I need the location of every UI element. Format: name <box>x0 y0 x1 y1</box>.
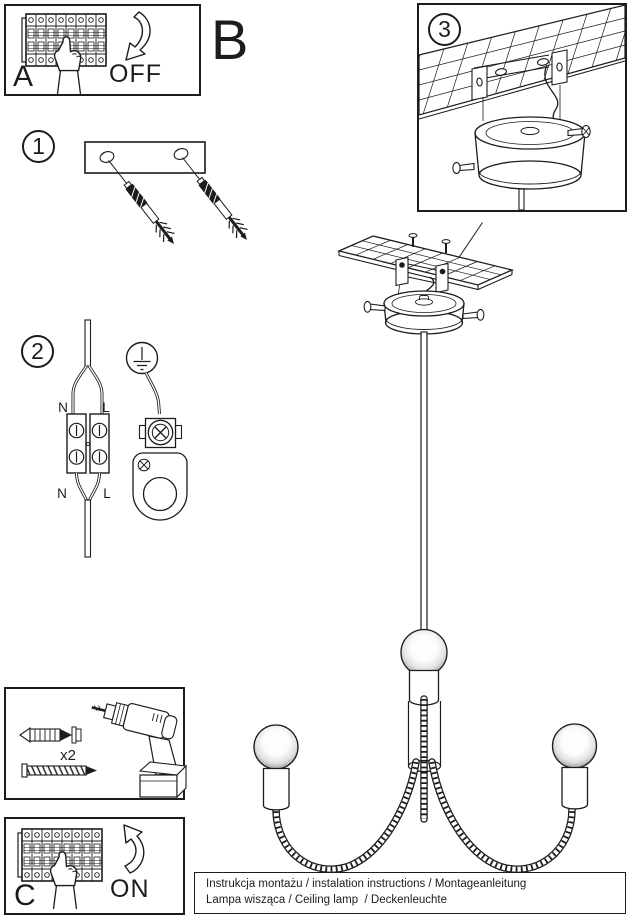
label-l-top: L <box>102 400 110 415</box>
tools-panel: x2 <box>4 687 188 800</box>
split-wires-bottom <box>75 472 101 501</box>
on-arrow-icon <box>123 824 145 874</box>
canopy-screws <box>363 300 485 321</box>
quantity-label: x2 <box>60 747 76 764</box>
left-bulb <box>253 724 299 770</box>
off-arrow-icon <box>125 11 151 61</box>
panel-a-state: OFF <box>109 60 162 88</box>
wiring-diagram-icon: N L N L <box>57 319 188 558</box>
ceiling-mount-detail-icon <box>418 4 626 211</box>
step-2-badge: 2 <box>21 335 54 368</box>
panel-a-letter: A <box>13 60 34 93</box>
tools-illustration: x2 <box>19 702 188 799</box>
right-bulb <box>551 723 598 769</box>
detail-panel-3: 3 <box>417 3 627 212</box>
canopy-detail <box>452 116 591 211</box>
right-socket <box>561 766 589 810</box>
terminal-block-icon <box>66 413 110 474</box>
label-n-top: N <box>58 400 68 415</box>
breaker-on-illustration <box>17 824 145 910</box>
ceiling-plate <box>336 233 515 291</box>
caption-box: Instrukcja montażu / instalation instruc… <box>194 872 626 914</box>
pendant-lamp-illustration <box>253 222 598 873</box>
mounting-bracket-detail <box>471 49 568 101</box>
bracket-and-screws-icon <box>84 141 254 250</box>
cable-top <box>84 319 92 367</box>
caption-line-2: Lampa wisząca / Ceiling lamp / Deckenleu… <box>206 894 447 906</box>
wall-plug-icon <box>19 726 82 744</box>
detail-3-badge: 3 <box>428 13 461 46</box>
panel-c-letter: C <box>14 879 36 912</box>
panel-c: C ON <box>4 817 185 915</box>
caption-line-1: Instrukcja montażu / instalation instruc… <box>206 878 527 890</box>
ground-wire <box>144 372 161 415</box>
label-l-bottom: L <box>103 486 111 501</box>
right-arm-rope <box>428 758 576 873</box>
label-n-bottom: N <box>57 486 67 501</box>
center-tube <box>407 701 442 773</box>
step-1-badge: 1 <box>22 130 55 163</box>
guide-lines <box>482 85 561 125</box>
plate-screws <box>408 233 451 253</box>
panel-c-state: ON <box>110 875 150 903</box>
ground-clamp-icon <box>132 417 188 521</box>
pendant-cord <box>420 331 428 632</box>
split-wires-top <box>71 365 104 414</box>
panel-a: A OFF <box>4 4 201 96</box>
breaker-off-illustration <box>21 11 151 95</box>
cord-exit <box>518 188 525 211</box>
left-arm-rope <box>272 758 420 873</box>
cable-bottom <box>84 499 92 558</box>
left-socket <box>262 767 290 811</box>
drill-icon <box>91 702 188 799</box>
screw-icon <box>21 763 97 778</box>
canopy <box>363 290 485 335</box>
breaker-panel-icon <box>21 13 107 95</box>
ground-symbol-icon <box>125 341 159 375</box>
section-b-label: B <box>211 8 249 71</box>
center-bulb <box>400 628 448 677</box>
